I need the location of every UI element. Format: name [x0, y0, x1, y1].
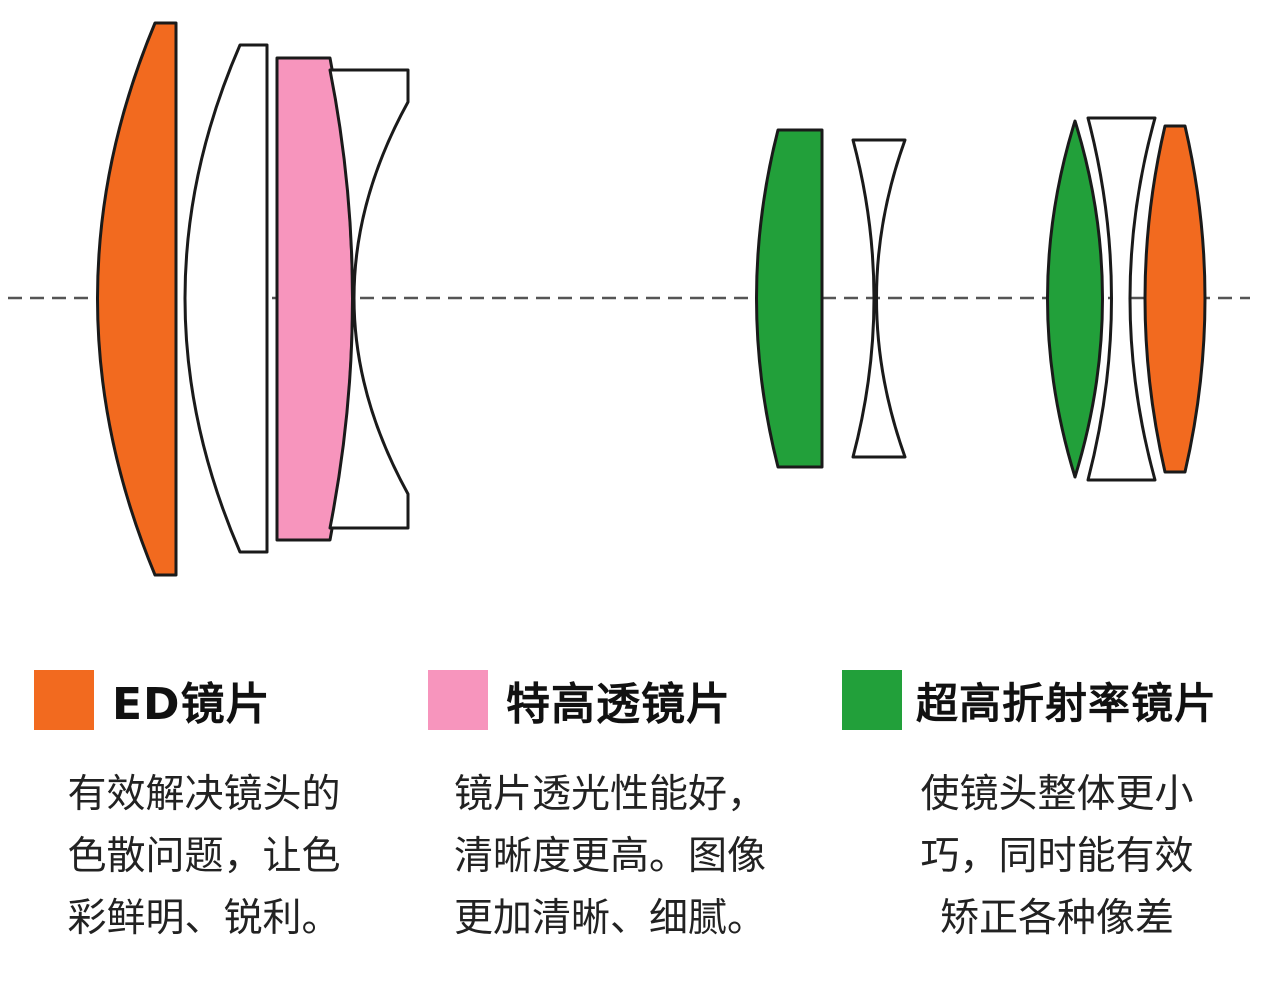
- lens-biconcave: [851, 138, 907, 459]
- lens-diagram: [8, 21, 1250, 577]
- legend-desc-line: 有效解决镜头的: [67, 772, 341, 817]
- lens-concave-2: [1086, 116, 1157, 482]
- lens-meniscus-1: [183, 43, 269, 554]
- legend-item-high-transmission: 特高透镜片: [428, 668, 731, 732]
- legend-desc-line: 矫正各种像差: [939, 896, 1174, 941]
- lens-high-refraction-1: [755, 128, 824, 469]
- lens-ed-rear: [1143, 124, 1207, 474]
- legend-desc-line: 使镜头整体更小: [920, 772, 1194, 817]
- legend-desc-ed: 有效解决镜头的 色散问题，让色 彩鲜明、锐利。: [34, 764, 374, 950]
- high-refraction-swatch: [842, 670, 902, 730]
- legend-desc-high-refraction: 使镜头整体更小 巧，同时能有效 矫正各种像差: [892, 764, 1222, 950]
- legend-desc-line: 色散问题，让色: [67, 834, 341, 879]
- ed-swatch: [34, 670, 94, 730]
- legend-desc-high-transmission: 镜片透光性能好， 清晰度更高。图像 更加清晰、细腻。: [430, 764, 790, 950]
- legend-title-ed: ED镜片: [112, 679, 271, 730]
- legend-desc-line: 镜片透光性能好，: [453, 772, 766, 817]
- lens-ed-front: [96, 21, 178, 577]
- legend-title-high-refraction: 超高折射率镜片: [916, 678, 1218, 728]
- legend-item-high-refraction: 超高折射率镜片: [842, 668, 1217, 732]
- legend-desc-line: 彩鲜明、锐利。: [67, 896, 341, 941]
- legend-title-high-transmission: 特高透镜片: [506, 679, 731, 730]
- lens-concave-1: [328, 68, 410, 530]
- legend-desc-line: 清晰度更高。图像: [453, 834, 766, 879]
- high-transmission-swatch: [428, 670, 488, 730]
- legend-desc-line: 更加清晰、细腻。: [453, 896, 766, 941]
- legend-item-ed: ED镜片: [34, 668, 271, 732]
- legend-desc-line: 巧，同时能有效: [920, 834, 1194, 879]
- lens-high-refraction-2: [1046, 119, 1104, 479]
